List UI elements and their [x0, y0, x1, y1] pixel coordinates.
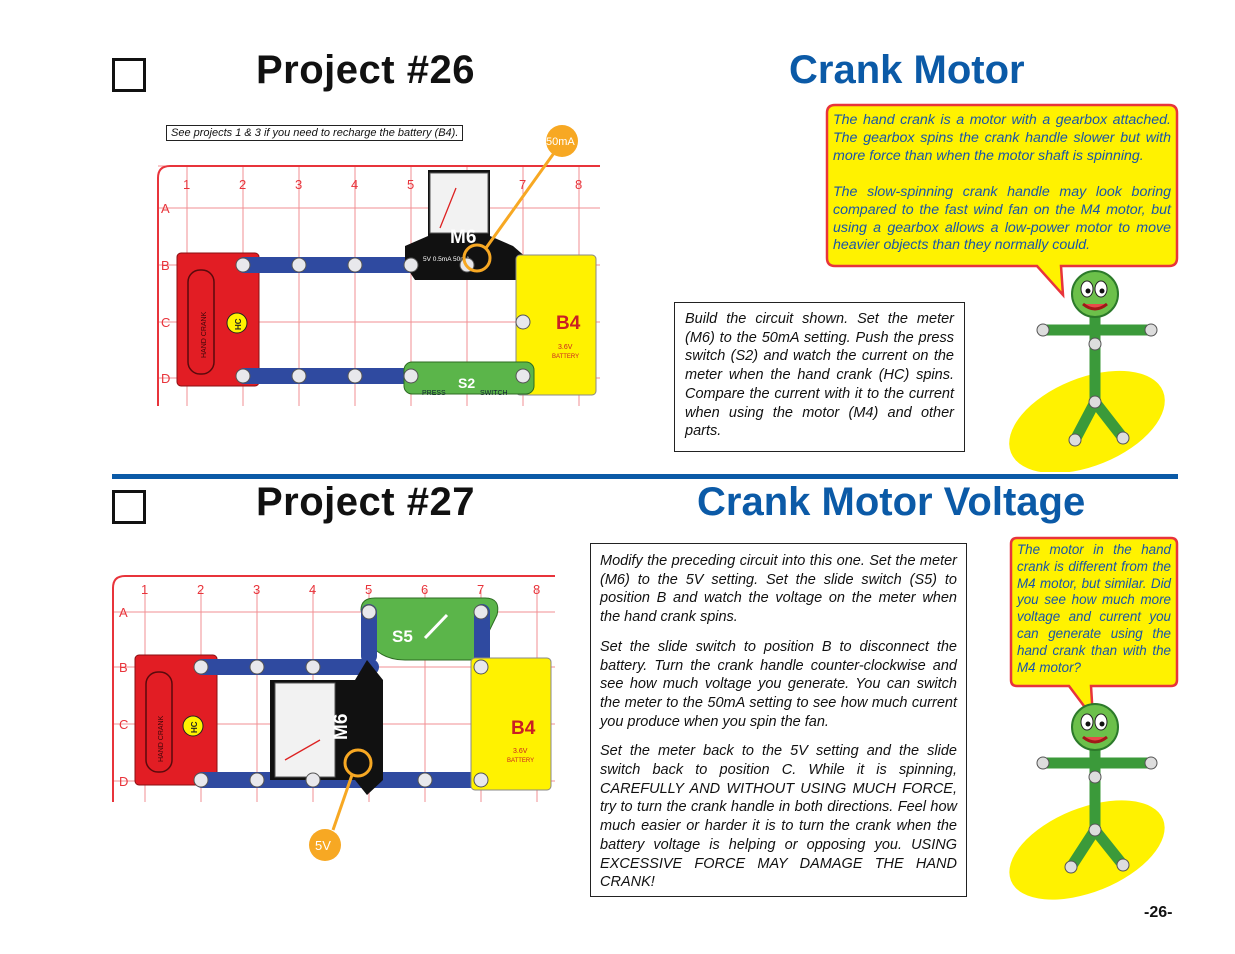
instructions-text: Build the circuit shown. Set the meter (…: [685, 311, 954, 440]
svg-text:BATTERY: BATTERY: [552, 354, 579, 360]
instructions-paragraph-3: Set the meter back to the 5V setting and…: [600, 743, 957, 891]
hand-crank-part: HAND CRANK HC: [134, 654, 218, 786]
col-label: 4: [351, 177, 358, 192]
instructions-paragraph-1: Modify the preceding circuit into this o…: [600, 553, 957, 626]
svg-text:BATTERY: BATTERY: [507, 758, 534, 764]
project-26-bubble-text: The hand crank is a motor with a gearbox…: [833, 112, 1171, 255]
row-label: B: [119, 660, 128, 675]
svg-text:M6: M6: [331, 714, 352, 740]
col-label: 8: [575, 177, 582, 192]
instructions-paragraph-2: Set the slide switch to position B to di…: [600, 638, 957, 730]
svg-text:B4: B4: [556, 313, 581, 334]
svg-text:HC: HC: [190, 721, 199, 733]
project-27-subtitle: Crank Motor Voltage: [697, 480, 1086, 524]
col-label: 3: [253, 582, 260, 597]
snap-points: [193, 604, 489, 788]
section-divider: [112, 474, 1178, 479]
col-label: 7: [477, 582, 484, 597]
meter-part: M6 5V 0.5mA 50mA: [405, 170, 535, 280]
recharge-note: See projects 1 & 3 if you need to rechar…: [166, 125, 464, 141]
col-label: 2: [197, 582, 204, 597]
bubble-paragraph-1: The hand crank is a motor with a gearbox…: [833, 112, 1171, 164]
row-label: D: [119, 774, 128, 789]
project-27-speech-bubble-shape: [1009, 536, 1179, 722]
mascot-figure-top: [1009, 270, 1165, 472]
svg-text:HAND CRANK: HAND CRANK: [158, 715, 165, 762]
press-switch-part: S2 PRESS SWITCH: [403, 361, 535, 397]
project-27-bubble-text: The motor in the hand crank is different…: [1017, 542, 1171, 675]
svg-text:HC: HC: [234, 318, 243, 330]
svg-text:S2: S2: [458, 375, 475, 391]
battery-part: B4 3.6V BATTERY: [515, 254, 597, 396]
row-label: A: [161, 201, 170, 216]
svg-text:5V: 5V: [315, 838, 331, 853]
col-label: 3: [295, 177, 302, 192]
project-26-checkbox[interactable]: [112, 58, 146, 92]
svg-text:3.6V: 3.6V: [558, 344, 573, 351]
svg-text:3.6V: 3.6V: [513, 748, 528, 755]
bubble-paragraph-2: The slow-spinning crank handle may look …: [833, 183, 1171, 254]
svg-text:B4: B4: [511, 718, 536, 739]
project-27-checkbox[interactable]: [112, 490, 146, 524]
svg-text:PRESS: PRESS: [422, 390, 446, 397]
project-27-circuit-diagram: 1 2 3 4 5 6 7 8 A B C D S5 HAND CRANK HC…: [112, 575, 555, 861]
hand-crank-part: HAND CRANK HC: [176, 252, 260, 387]
svg-text:S5: S5: [392, 627, 413, 646]
project-27-instructions-box: Modify the preceding circuit into this o…: [590, 543, 967, 897]
project-26-title: Project #26: [256, 48, 475, 92]
slide-switch-part: S5: [360, 597, 499, 661]
col-label: 6: [421, 582, 428, 597]
col-label: 8: [533, 582, 540, 597]
page-number: -26-: [1144, 904, 1173, 921]
svg-text:SWITCH: SWITCH: [480, 390, 508, 397]
row-label: B: [161, 258, 170, 273]
col-label: 5: [365, 582, 372, 597]
col-label: 1: [183, 177, 190, 192]
svg-text:M6: M6: [450, 227, 476, 248]
mascot-figure-bottom: [1009, 703, 1165, 900]
project-27-title: Project #27: [256, 480, 475, 524]
col-label: 5: [407, 177, 414, 192]
battery-part: B4 3.6V BATTERY: [470, 657, 552, 791]
col-label: 2: [239, 177, 246, 192]
row-label: C: [119, 717, 128, 732]
meter-part: M6: [270, 660, 383, 795]
col-label: 4: [309, 582, 316, 597]
meter-callout-5V: 5V: [309, 748, 373, 861]
project-26-subtitle: Crank Motor: [789, 48, 1025, 92]
snap-points: [235, 257, 531, 384]
row-label: A: [119, 605, 128, 620]
meter-callout-50mA: 50mA: [462, 125, 578, 273]
project-26-instructions-box: Build the circuit shown. Set the meter (…: [674, 302, 965, 452]
col-label: 1: [141, 582, 148, 597]
project-26-speech-bubble-shape: [825, 103, 1179, 299]
svg-text:5V 0.5mA 50mA: 5V 0.5mA 50mA: [423, 256, 471, 263]
row-label: D: [161, 371, 170, 386]
row-label: C: [161, 315, 170, 330]
svg-text:50mA: 50mA: [546, 136, 575, 148]
project-26-circuit-diagram: 1 2 3 4 5 6 7 8 A B C D HAND CRANK HC M6…: [157, 125, 600, 406]
svg-text:HAND CRANK: HAND CRANK: [201, 311, 208, 358]
col-label: 7: [519, 177, 526, 192]
